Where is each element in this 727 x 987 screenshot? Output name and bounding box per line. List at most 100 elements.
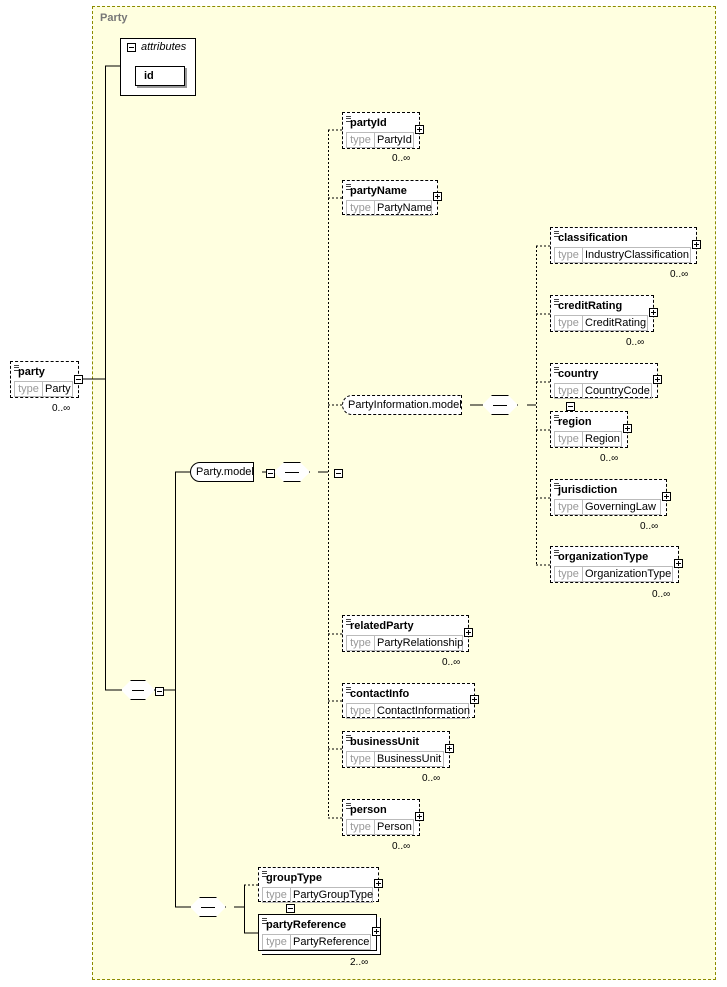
element-contact-info[interactable]: contactInfo type ContactInformation: [342, 683, 479, 719]
expand-icon[interactable]: [662, 492, 671, 501]
sequence-line: [285, 472, 299, 473]
element-name: relatedParty: [350, 620, 414, 632]
type-value: ContactInformation: [377, 705, 470, 717]
expand-icon[interactable]: [674, 559, 683, 568]
element-jurisdiction[interactable]: jurisdiction type GoverningLaw: [550, 479, 671, 516]
type-value: CountryCode: [585, 385, 650, 397]
type-key: type: [555, 500, 583, 514]
element-name: classification: [558, 232, 628, 244]
sequence-line: [493, 405, 507, 406]
type-key: type: [263, 935, 291, 949]
collapse-icon[interactable]: [155, 686, 164, 696]
element-country[interactable]: country type CountryCode: [550, 363, 662, 399]
element-name: country: [558, 368, 599, 380]
expand-icon[interactable]: [464, 628, 473, 637]
element-icon: [346, 735, 351, 741]
type-value: PartyId: [377, 134, 412, 146]
choice-compositor[interactable]: [121, 680, 155, 700]
sequence-compositor[interactable]: [482, 395, 518, 415]
collapse-icon[interactable]: [127, 42, 136, 52]
expand-icon[interactable]: [415, 125, 424, 134]
sequence-shape: [482, 395, 518, 415]
sequence-compositor[interactable]: [274, 462, 310, 482]
element-type-row: type OrganizationType: [554, 566, 673, 582]
element-name: party: [18, 366, 45, 378]
expand-icon[interactable]: [649, 308, 658, 317]
element-name: businessUnit: [350, 736, 420, 748]
element-name: region: [558, 416, 592, 428]
collapse-icon[interactable]: [286, 903, 296, 913]
type-value: PartyGroupType: [293, 889, 374, 901]
group-party-model[interactable]: Party.model: [190, 462, 254, 482]
type-key: type: [555, 432, 583, 446]
expand-icon[interactable]: [470, 695, 479, 704]
type-key: type: [347, 201, 375, 215]
element-name: partyId: [350, 117, 387, 129]
element-icon: [346, 803, 351, 809]
type-key: type: [555, 316, 583, 330]
occurrence-label: 0..∞: [640, 521, 659, 532]
element-party[interactable]: party type Party: [10, 361, 83, 398]
type-key: type: [347, 133, 375, 147]
type-value: GoverningLaw: [585, 501, 656, 513]
occurrence-label: 0..∞: [392, 153, 411, 164]
expand-icon[interactable]: [415, 812, 424, 821]
expand-icon[interactable]: [623, 424, 632, 433]
occurrence-label: 0..∞: [422, 773, 441, 784]
element-type-row: type BusinessUnit: [346, 751, 444, 767]
element-party-reference[interactable]: partyReference type PartyReference: [258, 914, 381, 951]
type-value: IndustryClassification: [585, 249, 689, 261]
occurrence-label: 2..∞: [350, 957, 369, 968]
sequence-shape: [274, 462, 310, 482]
occurrence-label: 0..∞: [52, 403, 71, 414]
occurrence-label: 0..∞: [442, 657, 461, 668]
expand-icon[interactable]: [653, 375, 662, 384]
element-group-type[interactable]: groupType type PartyGroupType: [258, 867, 383, 903]
element-name: jurisdiction: [558, 484, 618, 496]
sequence-compositor[interactable]: [190, 897, 226, 917]
element-organization-type[interactable]: organizationType type OrganizationType: [550, 546, 683, 583]
choice-shape: [121, 680, 155, 700]
expand-icon[interactable]: [372, 927, 381, 936]
attribute-id[interactable]: id: [135, 66, 185, 86]
collapse-icon[interactable]: [334, 468, 344, 478]
occurrence-label: 0..∞: [670, 269, 689, 280]
collapse-icon[interactable]: [566, 401, 576, 411]
element-region[interactable]: region type Region: [550, 411, 632, 448]
type-value: Party: [45, 383, 71, 395]
type-value: PartyReference: [293, 936, 370, 948]
expand-icon[interactable]: [374, 879, 383, 888]
element-type-row: type Region: [554, 431, 622, 447]
element-type-row: type Person: [346, 819, 414, 835]
element-type-row: type Party: [14, 381, 73, 397]
type-value: CreditRating: [585, 317, 647, 329]
expand-icon[interactable]: [433, 192, 442, 201]
element-type-row: type GoverningLaw: [554, 499, 661, 515]
region-title: Party: [100, 12, 128, 24]
collapse-icon[interactable]: [266, 468, 276, 478]
group-party-information-model[interactable]: PartyInformation.model: [342, 395, 462, 415]
element-icon: [554, 231, 559, 237]
occurrence-label: 0..∞: [626, 337, 645, 348]
element-person[interactable]: person type Person: [342, 799, 424, 836]
element-business-unit[interactable]: businessUnit type BusinessUnit: [342, 731, 454, 768]
element-credit-rating[interactable]: creditRating type CreditRating: [550, 295, 658, 332]
expand-icon[interactable]: [445, 744, 454, 753]
type-value: PartyRelationship: [377, 637, 464, 649]
element-name: partyName: [350, 185, 407, 197]
expand-icon[interactable]: [692, 240, 701, 249]
element-icon: [346, 184, 351, 190]
collapse-icon[interactable]: [74, 375, 83, 384]
element-related-party[interactable]: relatedParty type PartyRelationship: [342, 615, 473, 652]
element-party-name[interactable]: partyName type PartyName: [342, 180, 442, 216]
element-classification[interactable]: classification type IndustryClassificati…: [550, 227, 701, 264]
element-party-id[interactable]: partyId type PartyId: [342, 112, 424, 149]
element-type-row: type CreditRating: [554, 315, 648, 331]
element-icon: [554, 483, 559, 489]
element-name: person: [350, 804, 387, 816]
group-label: Party.model: [196, 466, 254, 478]
group-label: PartyInformation.model: [348, 399, 462, 411]
sequence-line: [201, 907, 215, 908]
attribute-id-label: id: [144, 70, 154, 82]
element-icon: [554, 299, 559, 305]
